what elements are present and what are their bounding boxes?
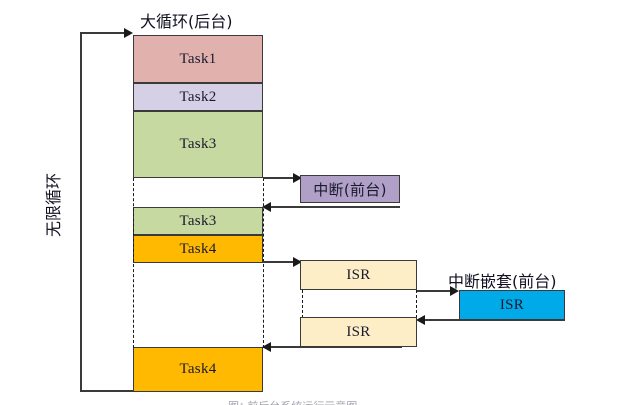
arrow-nested-to-isr-line <box>423 319 565 321</box>
isr-dashed-left <box>302 290 303 318</box>
loop-label: 无限循环 <box>44 172 63 238</box>
arrow-isr-to-nested-head <box>450 286 459 296</box>
task-block-task4-resumed: Task4 <box>133 347 263 392</box>
timeline-dashed-left <box>133 178 134 348</box>
arrow-isr-to-nested-line <box>417 290 455 292</box>
title-nested-interrupt: 中断嵌套(前台) <box>448 272 557 291</box>
arrow-isr-to-task4-head <box>262 342 271 352</box>
isr-return-label: ISR <box>346 323 371 340</box>
loop-top-arrowhead <box>124 28 133 38</box>
isr-block-entry: ISR <box>300 260 417 290</box>
task-block-task3-resumed: Task3 <box>133 207 263 235</box>
isr-entry-label: ISR <box>346 266 371 283</box>
arrow-interrupt-to-task3-head <box>262 202 271 212</box>
task-block-task4-first: Task4 <box>133 235 263 263</box>
task4-first-label: Task4 <box>179 240 217 257</box>
arrow-task3-to-interrupt-head <box>293 173 302 183</box>
task-block-task2: Task2 <box>133 83 263 111</box>
task-block-task3-first: Task3 <box>133 111 263 178</box>
arrow-task4-to-isr-head <box>293 257 302 267</box>
loop-top-segment <box>80 32 125 34</box>
loop-bottom-segment <box>80 390 133 392</box>
task2-label: Task2 <box>179 88 217 105</box>
arrow-task4-to-isr-line <box>263 261 296 263</box>
timeline-dashed-right <box>263 178 264 348</box>
isr-block-nested: ISR <box>459 290 565 320</box>
title-background-loop: 大循环(后台) <box>140 12 233 31</box>
arrow-interrupt-to-task3-line <box>269 206 400 208</box>
task4-resumed-label: Task4 <box>179 361 217 377</box>
arrow-task3-to-interrupt-line <box>263 177 296 179</box>
interrupt-block: 中断(前台) <box>300 175 400 203</box>
isr-block-return: ISR <box>300 317 417 347</box>
isr-nested-label: ISR <box>499 296 525 313</box>
loop-vertical-spine <box>80 32 82 392</box>
interrupt-label: 中断(前台) <box>313 180 387 199</box>
isr-dashed-right <box>416 290 417 318</box>
task3-resumed-label: Task3 <box>179 212 217 229</box>
arrow-nested-to-isr-head <box>416 315 425 325</box>
task-block-task1: Task1 <box>133 35 263 83</box>
task1-label: Task1 <box>179 50 217 67</box>
arrow-isr-to-task4-line <box>269 346 402 348</box>
task3-first-label: Task3 <box>179 136 217 152</box>
figure-caption: 图1 前后台系统运行示意图 <box>228 398 468 405</box>
